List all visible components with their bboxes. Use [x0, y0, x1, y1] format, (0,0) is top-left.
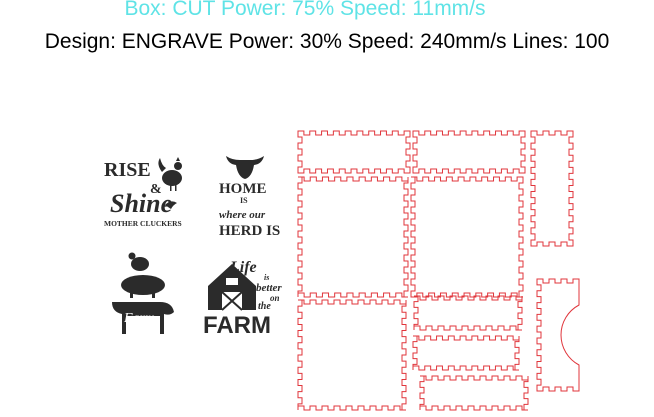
barn-icon: [208, 264, 256, 311]
panel-top-right[interactable]: [412, 130, 526, 174]
panel-bottom-right[interactable]: [419, 375, 529, 411]
home-herd-design[interactable]: HOME IS where our HERD IS: [219, 156, 280, 239]
panel-handle-side[interactable]: [536, 278, 580, 392]
leaf-icon: [165, 201, 177, 209]
rise-shine-design[interactable]: RISE & Shine MOTHER CLUCKERS: [104, 157, 182, 228]
amp-text: &: [150, 182, 162, 197]
panel-mid-right-1[interactable]: [413, 295, 523, 331]
panel-mid-right-2[interactable]: [412, 335, 520, 371]
on-text: on: [270, 293, 280, 303]
rooster-icon: [158, 157, 182, 191]
cow-icon: [112, 302, 174, 334]
the-text: the: [258, 301, 271, 312]
panel-large-left[interactable]: [297, 176, 409, 298]
herd-is-text: HERD IS: [219, 223, 280, 239]
life-farm-design[interactable]: Life is better on the FARM: [203, 259, 282, 339]
is-text-2: is: [264, 273, 269, 282]
cow-head-icon: [226, 156, 264, 179]
box-cut-pieces: [297, 130, 580, 411]
shine-text: Shine: [110, 189, 172, 218]
farm-script-text: Farm: [123, 311, 155, 326]
better-text: better: [256, 282, 282, 294]
panel-top-left[interactable]: [297, 130, 411, 174]
chicken-icon: [128, 252, 149, 271]
home-text: HOME: [219, 181, 267, 197]
panel-bottom-left[interactable]: [297, 299, 407, 411]
rise-text: RISE: [104, 159, 151, 181]
stacked-animals-design[interactable]: Farm: [112, 252, 174, 335]
farm-text: FARM: [203, 312, 271, 339]
box-cut-settings: Box: CUT Power: 75% Speed: 11mm/s: [124, 0, 486, 20]
where-our-text: where our: [219, 209, 266, 221]
life-text: Life: [229, 259, 257, 276]
design-engrave-settings: Design: ENGRAVE Power: 30% Speed: 240mm/…: [44, 30, 610, 53]
panel-side-tall[interactable]: [530, 130, 574, 247]
mother-cluckers-text: MOTHER CLUCKERS: [104, 219, 182, 228]
panel-large-right[interactable]: [410, 176, 524, 298]
is-text: IS: [240, 196, 248, 205]
pig-icon: [121, 275, 165, 298]
